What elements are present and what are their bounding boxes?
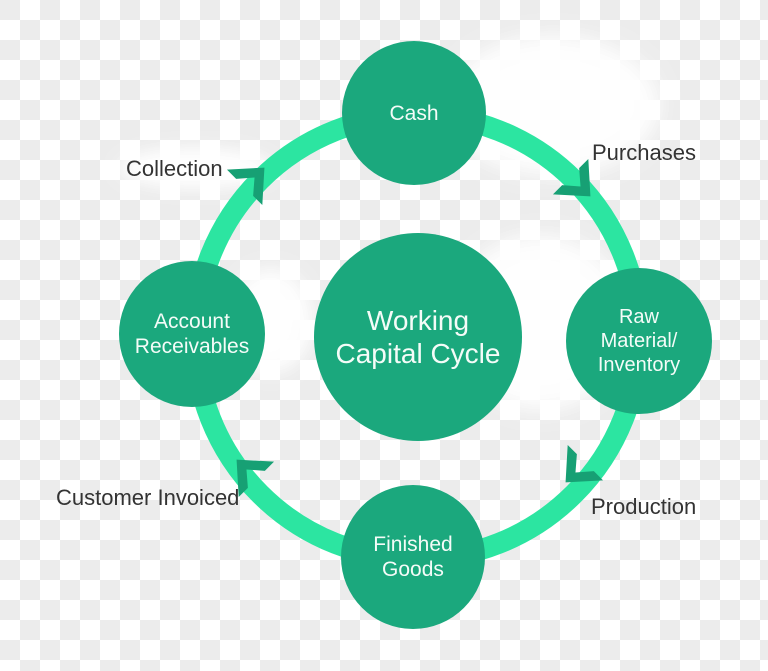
node-raw-material-inventory: Raw Material/ Inventory [566, 268, 712, 414]
node-finished-goods: Finished Goods [341, 485, 485, 629]
node-finished-goods-label: Finished Goods [373, 533, 453, 581]
edge-label-customer-invoiced: Customer Invoiced [56, 485, 240, 510]
node-account-receivables: Account Receivables [119, 261, 265, 407]
edge-label-collection: Collection [126, 156, 223, 181]
arrow-icon-collection-to-cash [226, 167, 265, 206]
edge-label-production: Production [591, 494, 697, 519]
node-raw-material-inventory-label: Raw Material/ Inventory [597, 306, 681, 376]
node-account-receivables-label: Account Receivables [134, 310, 250, 358]
node-cash: Cash [342, 41, 486, 185]
center-title: Working Capital Cycle [335, 305, 501, 369]
edge-label-purchases: Purchases [592, 140, 696, 165]
node-cash-label: Cash [389, 101, 439, 125]
arrow-icon-raw-material-to-finished-goods [565, 444, 604, 483]
arrow-icon-finished-goods-to-receivables [236, 459, 275, 498]
node-center-working-capital-cycle: Working Capital Cycle [314, 233, 522, 441]
arrow-icon-cash-to-raw-material [552, 158, 591, 197]
